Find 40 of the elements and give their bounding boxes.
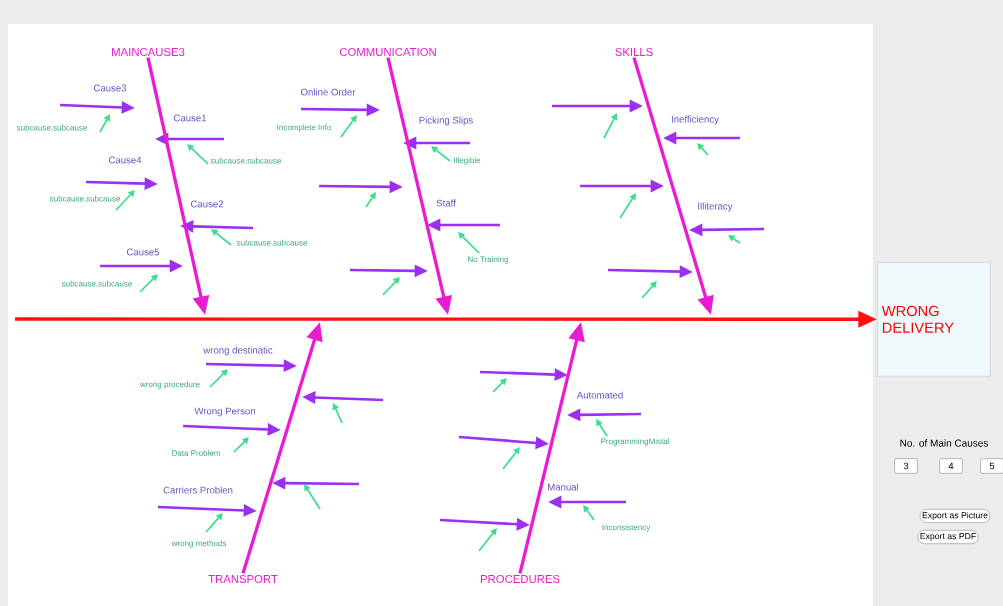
cause-label: Cause5 [126,248,160,256]
cause-label: Illiteracy [698,202,733,212]
cause-label: Wrong Person [194,407,255,417]
subcause-label: subcause,subcause [210,157,281,165]
cause-label: Carriers Problen [163,486,233,494]
panel-heading: No. of Main Causes [900,439,988,447]
subcause-label: ProgrammingMistal [601,438,669,446]
subcause-label: wrong procedure [139,381,200,389]
category-label: MAINCAUSE3 [112,48,185,56]
cause-label: Picking Slips [419,116,473,126]
count-button: 5 [980,458,1003,474]
category-label: TRANSPORT [208,575,278,583]
cause-label: Cause3 [93,84,127,92]
cause-label: Online Order [301,88,356,96]
cause-label: Cause1 [173,114,207,122]
count-button: 3 [894,458,918,474]
export-button: Export as PDF [917,530,979,544]
subcause-label: Inconsistency [602,524,651,532]
category-label: SKILLS [615,48,653,56]
count-button: 4 [939,458,963,474]
cause-label: Automated [576,391,623,399]
cause-label: Cause4 [108,156,142,164]
cause-label: Staff [436,199,456,207]
export-button: Export as Picture [919,509,991,523]
subcause-label: Incomplete Info [277,124,331,132]
cause-label: Cause2 [190,200,224,208]
subcause-label: subcause,subcause [61,280,132,288]
cause-label: Inefficiency [671,115,719,125]
cause-label: wrong destinatic [203,346,273,356]
subcause-label: wrong methods [171,540,227,548]
effect-box: WRONG DELIVERY [877,262,991,377]
subcause-label: Illegible [454,157,481,165]
subcause-label: subcause,subcause [236,239,307,247]
category-label: COMMUNICATION [339,48,436,56]
subcause-label: No Training [468,256,508,264]
subcause-label: subcause,subcause [49,195,120,203]
cause-label: Manual [548,483,579,491]
subcause-label: Data Problem [172,450,220,456]
category-label: PROCEDURES [480,575,560,583]
subcause-label: subcause,subcause [16,124,87,132]
